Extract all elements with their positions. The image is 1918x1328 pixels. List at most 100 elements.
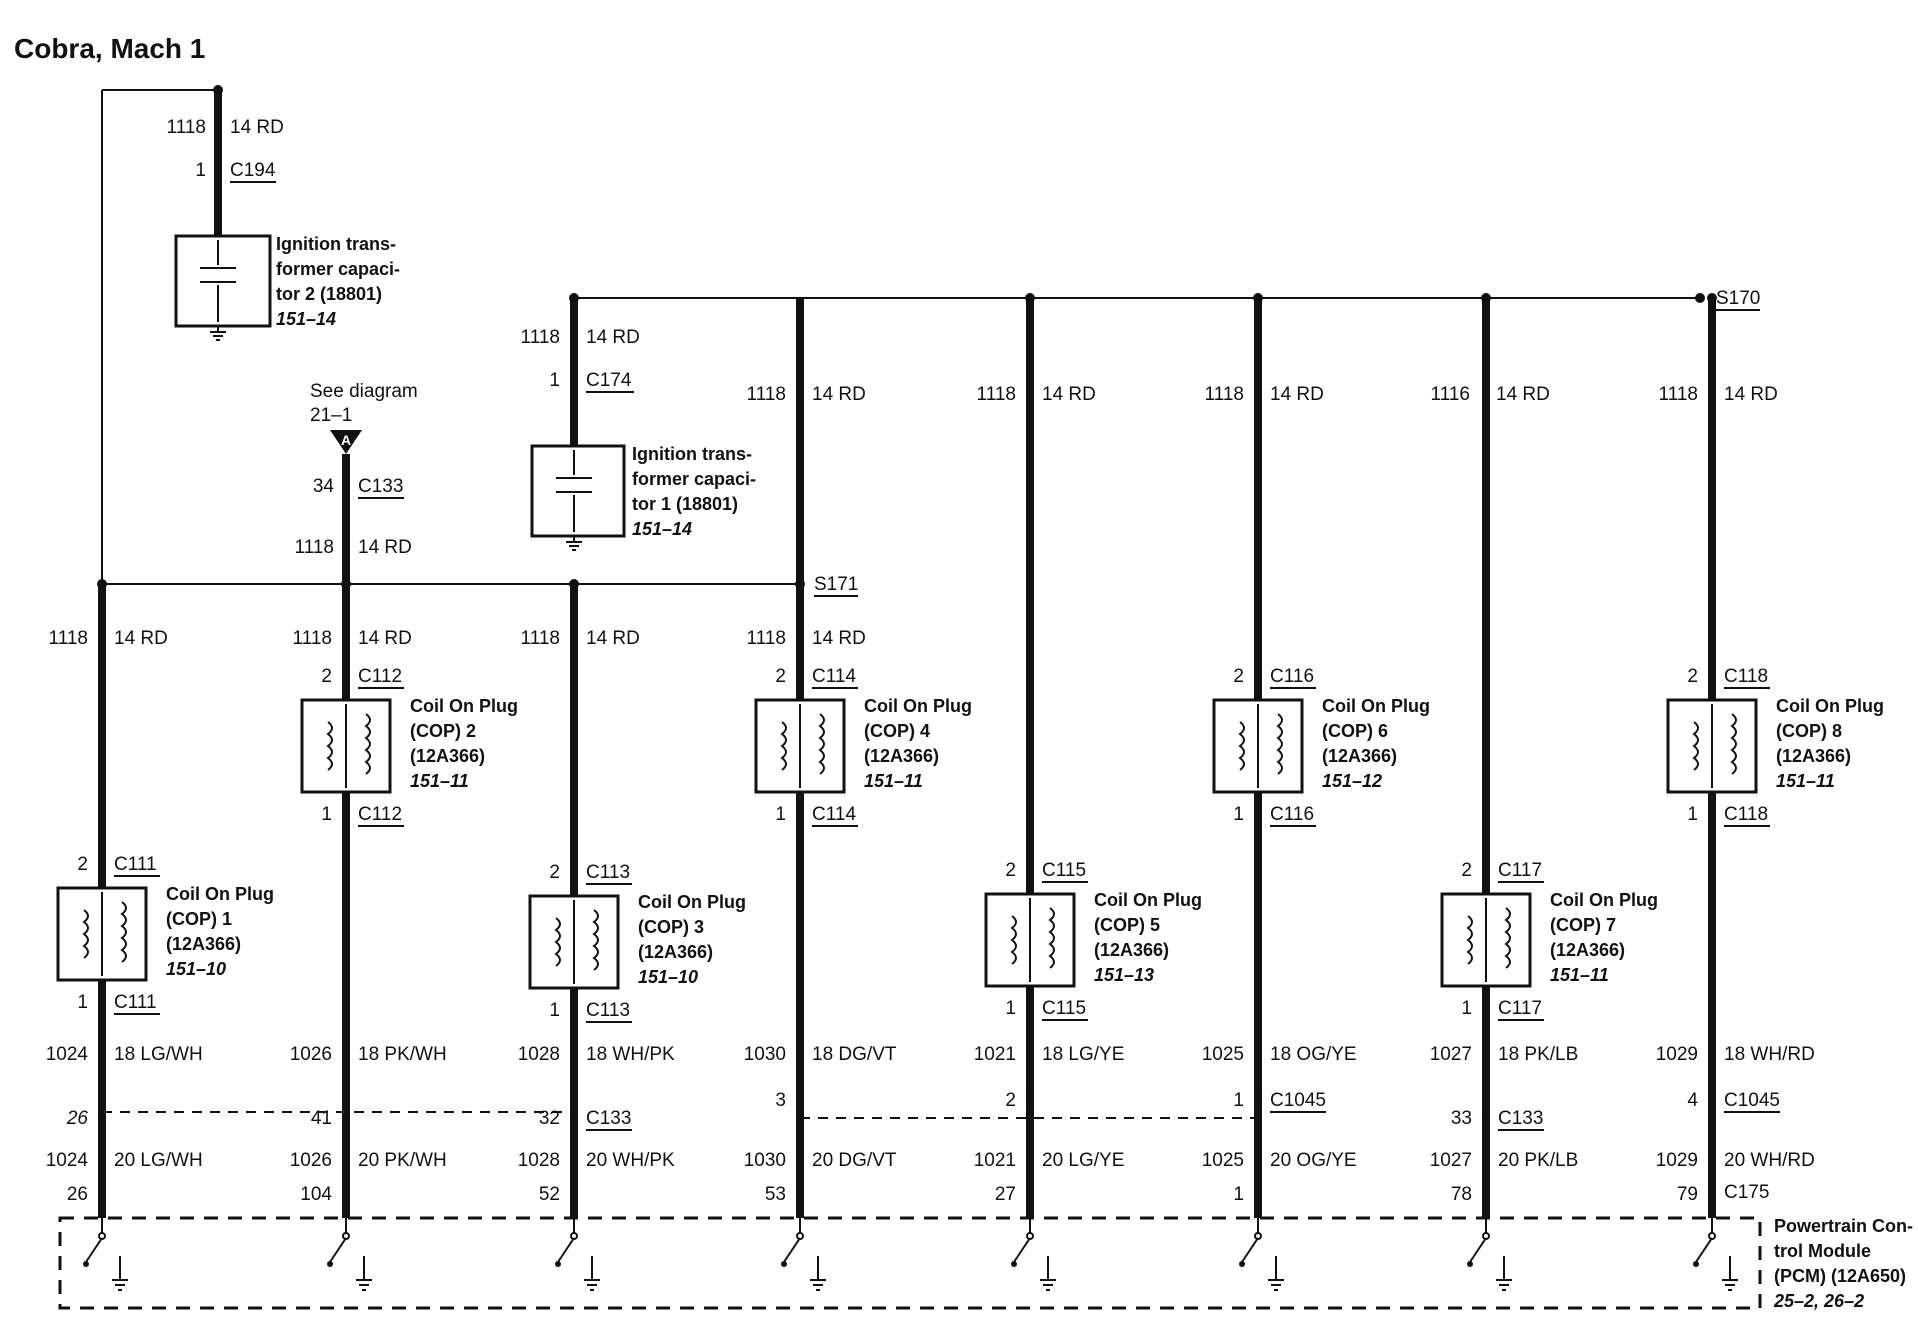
offpage-connector-icon [330, 430, 362, 454]
circuit-number: 1027 [1430, 1044, 1472, 1065]
switch-contact [83, 1261, 89, 1267]
circuit-number: 1030 [744, 1150, 786, 1171]
harness-junction [797, 1095, 803, 1101]
wire-spec: 20 PK/WH [358, 1150, 447, 1171]
wire-spec: 14 RD [586, 327, 640, 348]
see-diagram-ref: 21–1 [310, 405, 352, 426]
capacitor-1-name: Ignition trans- [632, 444, 752, 464]
pin-number: 34 [313, 476, 335, 497]
upper-feed-labels: 1118 14 RD 1118 14 RD 1118 14 RD 1116 14… [747, 384, 1778, 405]
harness-junction [1255, 1095, 1261, 1101]
pin-number: 2 [1005, 860, 1016, 881]
coil-winding-icon [1048, 907, 1055, 969]
capacitor-2-ref: 151–14 [276, 309, 336, 329]
switch-icon [557, 1237, 575, 1263]
pin-number: 2 [1461, 860, 1472, 881]
circuit-number: 1029 [1656, 1150, 1698, 1171]
connector-id: C117 [1498, 860, 1542, 881]
circuit-number: 1118 [295, 537, 334, 558]
pin-number: 1 [549, 370, 560, 391]
coil-winding-icon [82, 909, 89, 959]
pin-number: 32 [539, 1108, 560, 1129]
circuit-number: 1118 [747, 384, 786, 405]
circuit-number: 1118 [167, 117, 206, 138]
connector-id: C116 [1270, 666, 1314, 687]
circuit-number: 1116 [1431, 384, 1470, 405]
coil-ref: 151–10 [638, 967, 698, 987]
switch-icon [783, 1237, 801, 1263]
pin-number: 1 [1233, 1184, 1244, 1205]
coil-number: (COP) 8 [1776, 721, 1842, 741]
coil-name: Coil On Plug [1550, 890, 1658, 910]
coil-number: (COP) 1 [166, 909, 232, 929]
coil-winding-icon [120, 901, 127, 963]
connector-id: C111 [114, 854, 157, 875]
wire-spec: 20 LG/WH [114, 1150, 203, 1171]
circuit-number: 1118 [747, 628, 786, 649]
capacitor-1-ref: 151–14 [632, 519, 692, 539]
coil-winding-icon [554, 917, 561, 967]
circuit-number: 1025 [1202, 1044, 1244, 1065]
connector-id: C115 [1042, 860, 1086, 881]
wire-spec: 18 WH/PK [586, 1044, 675, 1065]
pin-number: 3 [775, 1090, 786, 1111]
harness-junction [1483, 1113, 1489, 1119]
pin-number: 78 [1451, 1184, 1472, 1205]
coil-winding-icon [1010, 915, 1017, 965]
coil-number: (COP) 3 [638, 917, 704, 937]
wire-spec: 18 PK/LB [1498, 1044, 1578, 1065]
connector-id: C114 [812, 666, 856, 687]
upper-bus: S170 [569, 288, 1760, 311]
capacitor-1-branch: 1118 14 RD 1 C174 Ignition trans- former… [521, 298, 756, 551]
coil-name: Coil On Plug [638, 892, 746, 912]
capacitor-2-branch: 1118 14 RD 1 C194 Ignition trans- former… [101, 85, 400, 584]
wire-spec: 20 PK/LB [1498, 1150, 1578, 1171]
capacitor-2-name-2: former capaci- [276, 259, 400, 279]
coil-winding-icon [326, 721, 333, 771]
harness-junction [343, 1113, 349, 1119]
switch-contact [1011, 1261, 1017, 1267]
wire-spec: 14 RD [1496, 384, 1550, 405]
coil-part-number: (12A366) [638, 942, 713, 962]
wire-spec: 20 DG/VT [812, 1150, 897, 1171]
coil-part-number: (12A366) [166, 934, 241, 954]
harness-junction [1027, 1095, 1033, 1101]
circuit-number: 1021 [974, 1044, 1016, 1065]
connector-id: C175 [1724, 1182, 1769, 1203]
coil-part-number: (12A366) [1550, 940, 1625, 960]
harness-junction [571, 1113, 577, 1119]
coil-part-number: (12A366) [1094, 940, 1169, 960]
connector-id: C113 [586, 1000, 630, 1021]
pin-number: 2 [549, 862, 560, 883]
see-diagram-text: See diagram [310, 381, 418, 402]
coil-ref: 151–12 [1322, 771, 1382, 791]
pin-number: 1 [1233, 1090, 1244, 1111]
circuit-number: 1118 [521, 628, 560, 649]
splice-dot [1253, 293, 1263, 303]
coil-winding-icon [1238, 721, 1245, 771]
pin-number: 4 [1687, 1090, 1698, 1111]
pin-number: 2 [1233, 666, 1244, 687]
pin-number: 2 [775, 666, 786, 687]
connector-id: C115 [1042, 998, 1086, 1019]
pin-number: 26 [66, 1108, 89, 1129]
splice-dot [1025, 293, 1035, 303]
splice-s171: S171 [814, 574, 858, 595]
coil-ref: 151–11 [410, 771, 469, 791]
pin-number: 53 [765, 1184, 786, 1205]
coil-winding-icon [818, 713, 825, 775]
circuit-number: 1118 [977, 384, 1016, 405]
wire-spec: 14 RD [230, 117, 284, 138]
coil-part-number: (12A366) [410, 746, 485, 766]
harness-junction [1709, 1095, 1715, 1101]
coil-ref: 151–13 [1094, 965, 1154, 985]
splice-dot [1707, 293, 1717, 303]
wire-spec: 20 WH/PK [586, 1150, 675, 1171]
coil-number: (COP) 6 [1322, 721, 1388, 741]
coil-winding-icon [364, 713, 371, 775]
circuit-number: 1118 [1659, 384, 1698, 405]
connector-id: C133 [586, 1108, 631, 1129]
pcm-ref: 25–2, 26–2 [1773, 1291, 1864, 1311]
coil-winding-icon [1692, 721, 1699, 771]
